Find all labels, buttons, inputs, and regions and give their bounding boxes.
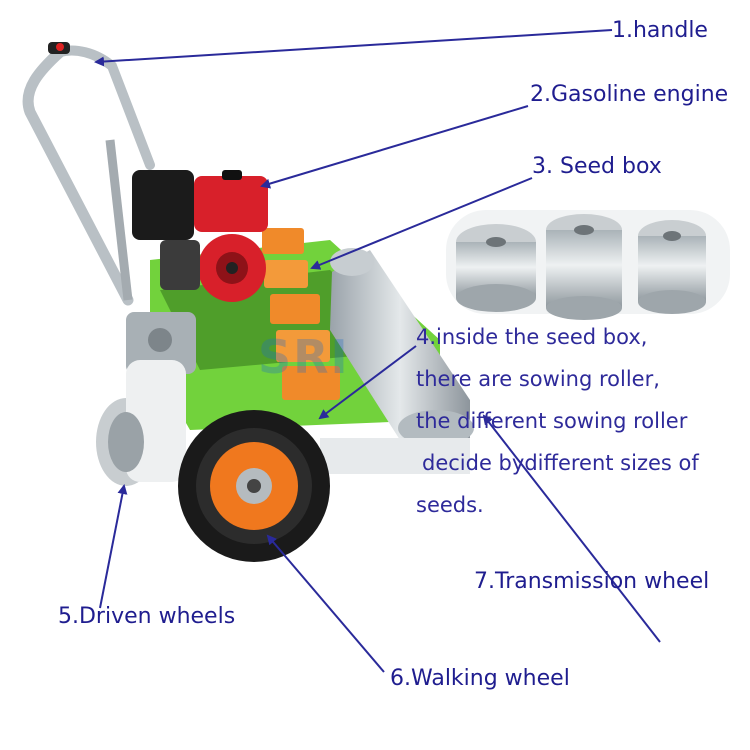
- arrow-engine: [260, 105, 529, 189]
- arrow-seed-box: [310, 177, 533, 270]
- description-line: there are sowing roller,: [416, 367, 660, 391]
- gasoline-engine-part: [132, 170, 268, 302]
- label-walking-wheel: 6.Walking wheel: [390, 666, 570, 691]
- arrow-sowing-roller: [318, 345, 417, 420]
- arrow-walking-wheel: [266, 534, 385, 673]
- sowing-roller-disc: [638, 220, 706, 314]
- label-transmission-wheel: 7.Transmission wheel: [474, 569, 710, 594]
- label-seed-box: 3. Seed box: [532, 154, 662, 179]
- arrow-transmission-wheel: [482, 414, 661, 643]
- watermark: SRI: [258, 330, 350, 384]
- label-gasoline-engine: 2.Gasoline engine: [530, 82, 729, 107]
- description-line: the different sowing roller: [416, 409, 688, 433]
- gearbox-part: [126, 312, 196, 374]
- sowing-roller-description: 4.inside the seed box, there are sowing …: [416, 316, 736, 526]
- driven-wheel-part: [96, 360, 186, 486]
- arrow-handle: [94, 29, 613, 67]
- annotation-arrows: [94, 29, 661, 673]
- description-line: decide bydifferent sizes of: [422, 451, 699, 475]
- walking-wheel-part: [178, 410, 330, 562]
- sowing-roller-inset: [446, 210, 730, 320]
- sowing-roller-disc: [456, 224, 536, 312]
- label-driven-wheels: 5.Driven wheels: [58, 604, 236, 629]
- sowing-roller-disc: [546, 214, 622, 320]
- handle-part: [22, 42, 155, 306]
- label-handle: 1.handle: [612, 18, 708, 43]
- description-line: 4.inside the seed box,: [416, 325, 648, 349]
- description-line: seeds.: [416, 493, 484, 517]
- transmission-roller-part: [320, 248, 474, 474]
- arrow-driven-wheels: [99, 484, 128, 609]
- seed-box-part: [262, 228, 340, 400]
